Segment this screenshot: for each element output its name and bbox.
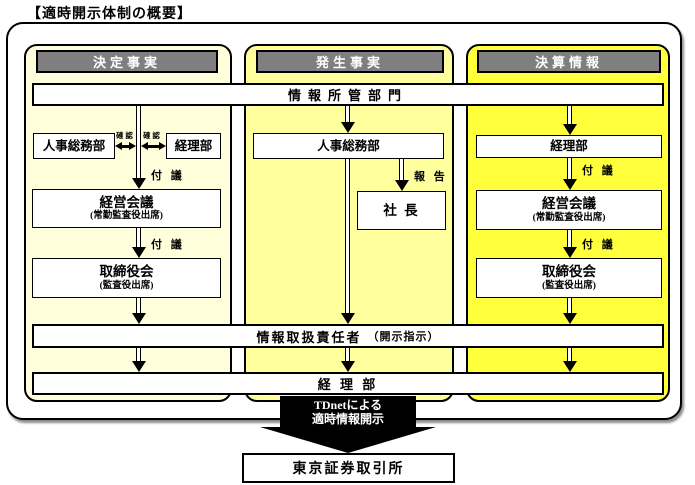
label-confirm: 確 認 xyxy=(143,131,160,140)
box-label: 経営会議 xyxy=(99,194,154,210)
column-header-occurrence-facts: 発生事実 xyxy=(256,50,444,73)
box-note: (常勤監査役出席) xyxy=(532,212,606,223)
connector-line xyxy=(567,348,572,361)
connector-line xyxy=(567,230,572,247)
tdnet-label-line1: TDnetによる xyxy=(313,397,383,412)
box-management-meeting-right: 経営会議 (常勤監査役出席) xyxy=(476,190,662,230)
down-arrow-icon xyxy=(341,361,355,372)
box-hr-general-affairs-left: 人事総務部 xyxy=(33,133,115,159)
label-confirm: 確 認 xyxy=(116,131,133,140)
bar-info-handler: 情報取扱責任者 （開示指示） xyxy=(32,324,664,348)
box-note: (常勤監査役出席) xyxy=(90,211,163,222)
down-arrow-icon xyxy=(132,313,146,324)
tdnet-arrow: TDnetによる 適時情報開示 xyxy=(280,396,416,427)
connector-line xyxy=(136,228,141,247)
page-title: 【適時開示体制の概要】 xyxy=(27,7,192,22)
box-note: (監査役出席) xyxy=(542,280,596,291)
double-arrow-icon xyxy=(141,142,166,150)
down-arrow-icon xyxy=(341,313,355,324)
down-arrow-icon xyxy=(563,179,577,190)
double-arrow-icon xyxy=(115,142,136,150)
connector-line xyxy=(345,159,350,313)
down-arrow-icon xyxy=(132,247,146,258)
down-arrow-icon xyxy=(563,247,577,258)
bar-info-managing-dept: 情報所管部門 xyxy=(32,83,664,106)
down-arrow-icon xyxy=(132,178,146,189)
label-report: 報 告 xyxy=(414,171,448,183)
down-arrow-icon xyxy=(132,361,146,372)
label-fugi: 付 議 xyxy=(151,239,185,251)
box-label: 経営会議 xyxy=(542,196,596,212)
tse-box: 東京証券取引所 xyxy=(242,453,455,483)
label-fugi: 付 議 xyxy=(151,170,185,182)
down-arrow-icon xyxy=(563,313,577,324)
connector-line xyxy=(136,298,141,313)
label-fugi: 付 議 xyxy=(582,165,616,177)
tdnet-label-line2: 適時情報開示 xyxy=(311,411,384,426)
bar-label: 情報取扱責任者 xyxy=(256,329,362,345)
connector-line xyxy=(345,106,350,122)
connector-line xyxy=(345,348,350,361)
box-president: 社 長 xyxy=(357,191,446,230)
tdnet-arrowhead-icon xyxy=(260,427,436,453)
box-accounting-left: 経理部 xyxy=(166,133,221,159)
box-accounting-right: 経理部 xyxy=(476,135,662,158)
box-note: (監査役出席) xyxy=(99,280,154,291)
connector-line xyxy=(136,348,141,361)
label-fugi: 付 議 xyxy=(582,239,616,251)
bar-note: （開示指示） xyxy=(367,331,440,343)
box-management-meeting-left: 経営会議 (常勤監査役出席) xyxy=(32,189,221,228)
connector-line xyxy=(399,159,404,180)
down-arrow-icon xyxy=(563,361,577,372)
column-header-decision-facts: 決定事実 xyxy=(36,50,218,73)
column-header-financial-results: 決算情報 xyxy=(477,50,661,73)
connector-line xyxy=(567,106,572,124)
box-label: 取締役会 xyxy=(99,264,154,280)
box-hr-general-affairs-middle: 人事総務部 xyxy=(253,133,444,159)
box-board-right: 取締役会 (監査役出席) xyxy=(476,258,662,298)
down-arrow-icon xyxy=(563,124,577,135)
box-board-left: 取締役会 (監査役出席) xyxy=(32,258,221,298)
down-arrow-icon xyxy=(395,180,409,191)
box-label: 取締役会 xyxy=(542,264,596,280)
connector-line xyxy=(567,158,572,179)
down-arrow-icon xyxy=(341,122,355,133)
bar-accounting-dept: 経 理 部 xyxy=(32,372,664,395)
connector-line xyxy=(136,106,141,178)
connector-line xyxy=(567,298,572,313)
